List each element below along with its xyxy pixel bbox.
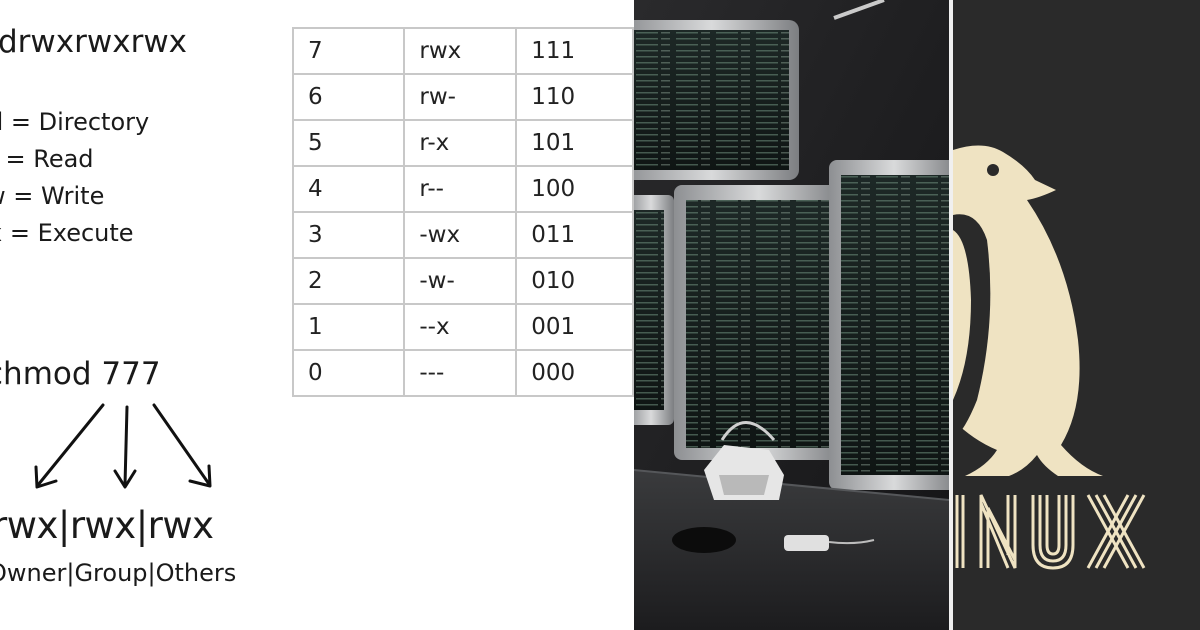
table-row: 6 rw- 110	[291, 73, 634, 121]
table-cell-binary: 101	[515, 119, 634, 167]
table-cell-number: 2	[291, 257, 406, 305]
mouse-shape	[672, 527, 736, 553]
penguin-icon	[953, 145, 1146, 570]
monitor-left-edge	[634, 195, 674, 425]
table-row: 3 -wx 011	[291, 211, 634, 259]
arrow-owner	[34, 403, 105, 489]
table-cell-symbolic: -w-	[403, 257, 518, 305]
table-cell-symbolic: r-x	[403, 119, 518, 167]
table-cell-number: 6	[291, 73, 406, 121]
table-row: 0 --- 000	[291, 349, 634, 397]
permission-table: 7 rwx 111 6 rw- 110 5 r-x 101 4 r-- 100 …	[291, 27, 634, 397]
computer-monitors-photo	[634, 0, 949, 630]
monitor-back-left	[634, 20, 799, 180]
monitors-illustration	[634, 0, 949, 630]
legend-write: w = Write	[0, 182, 105, 210]
headset-device	[704, 421, 784, 500]
table-cell-symbolic: rwx	[403, 27, 518, 75]
chmod-command: chmod 777	[0, 356, 161, 392]
table-row: 4 r-- 100	[291, 165, 634, 213]
arrows-diagram	[34, 403, 212, 489]
monitor-right	[829, 160, 949, 490]
linux-logo-panel	[949, 0, 1200, 630]
table-row: 2 -w- 010	[291, 257, 634, 305]
legend-execute: x = Execute	[0, 219, 134, 247]
table-cell-binary: 111	[515, 27, 634, 75]
arrow-group	[113, 405, 137, 489]
legend-directory: d = Directory	[0, 108, 150, 136]
table-cell-binary: 000	[515, 349, 634, 397]
table-row: 1 --x 001	[291, 303, 634, 351]
permission-triplets: rwx|rwx|rwx	[0, 504, 214, 547]
legend-read: r = Read	[0, 145, 94, 173]
table-cell-symbolic: --x	[403, 303, 518, 351]
table-cell-symbolic: rw-	[403, 73, 518, 121]
table-row: 7 rwx 111	[291, 27, 634, 75]
small-gadget	[784, 535, 875, 551]
permission-roles: Owner|Group|Others	[0, 559, 237, 587]
arrow-others	[152, 403, 212, 488]
table-cell-binary: 001	[515, 303, 634, 351]
table-cell-number: 3	[291, 211, 406, 259]
permission-string: drwxrwxrwx	[0, 24, 188, 60]
table-cell-binary: 011	[515, 211, 634, 259]
table-cell-binary: 010	[515, 257, 634, 305]
table-cell-number: 4	[291, 165, 406, 213]
table-cell-number: 1	[291, 303, 406, 351]
table-row: 5 r-x 101	[291, 119, 634, 167]
table-cell-symbolic: r--	[403, 165, 518, 213]
monitor-center	[674, 185, 844, 460]
table-cell-symbolic: -wx	[403, 211, 518, 259]
table-cell-number: 7	[291, 27, 406, 75]
table-cell-number: 5	[291, 119, 406, 167]
permission-notes-panel: drwxrwxrwx d = Directory r = Read w = Wr…	[0, 24, 634, 587]
table-cell-binary: 100	[515, 165, 634, 213]
table-cell-binary: 110	[515, 73, 634, 121]
penguin-eye	[987, 164, 999, 176]
table-cell-number: 0	[291, 349, 406, 397]
linux-logo-text	[955, 494, 1146, 570]
table-cell-symbolic: ---	[403, 349, 518, 397]
